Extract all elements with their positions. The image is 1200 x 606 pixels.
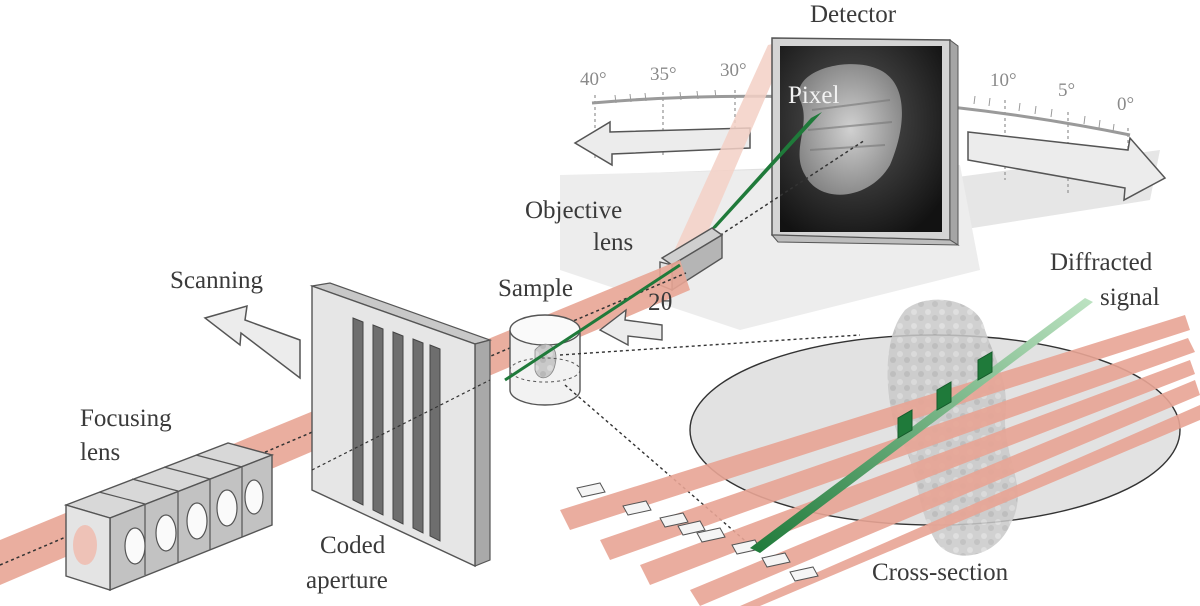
two-theta-label: 2θ xyxy=(648,289,672,316)
two-theta-arrow xyxy=(598,308,663,347)
detector xyxy=(770,37,960,246)
cross-section-label: Cross-section xyxy=(872,559,1009,586)
pixel-label: Pixel xyxy=(788,82,839,109)
diffracted-signal-label-2: signal xyxy=(1100,284,1160,311)
scanning-label: Scanning xyxy=(170,267,264,294)
tick-30: 30° xyxy=(720,60,747,81)
rotation-arrow-right xyxy=(967,131,1167,202)
focusing-lens-label-2: lens xyxy=(80,439,120,466)
objective-lens-label-1: Objective xyxy=(525,197,622,224)
tick-10: 10° xyxy=(990,70,1017,91)
tick-35: 35° xyxy=(650,64,677,85)
focusing-lens-label-1: Focusing xyxy=(80,405,172,432)
coded-aperture-label-1: Coded xyxy=(320,532,386,559)
detector-label: Detector xyxy=(810,1,897,28)
tick-0: 0° xyxy=(1117,94,1134,115)
objective-lens-label-2: lens xyxy=(593,229,633,256)
angle-scale: 40° 35° 30° 10° 5° 0° xyxy=(580,60,1134,200)
diffraction-pattern xyxy=(798,64,902,195)
tick-40: 40° xyxy=(580,69,607,90)
focusing-lens xyxy=(63,442,275,592)
tick-5: 5° xyxy=(1058,80,1075,101)
sample-label: Sample xyxy=(498,275,573,302)
diffracted-signal-label-1: Diffracted xyxy=(1050,249,1153,276)
sample xyxy=(504,263,681,406)
detector-projection xyxy=(670,40,790,260)
cross-section xyxy=(560,298,1200,606)
scanning-arrow xyxy=(203,304,301,380)
diffracted-ray-to-pixel xyxy=(708,112,822,232)
coded-aperture xyxy=(309,282,493,568)
coded-aperture-label-2: aperture xyxy=(306,567,388,594)
